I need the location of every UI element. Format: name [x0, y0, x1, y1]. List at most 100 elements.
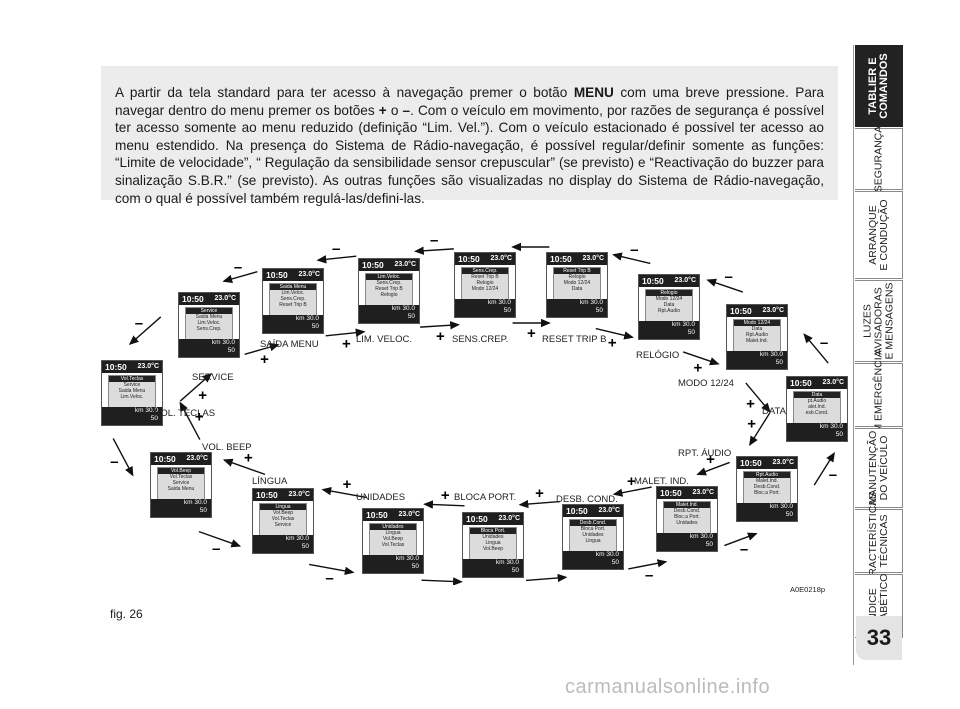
page-number: 33: [856, 616, 902, 660]
intro-paragraph: A partir da tela standard para ter acess…: [101, 66, 838, 207]
menu-button-name: MENU: [573, 85, 614, 100]
intro-text-or: o: [386, 102, 403, 118]
display-temp: 23.0°C: [822, 379, 844, 386]
display-menu-item: Saida Menu: [167, 486, 195, 492]
display-trip: 50: [611, 559, 619, 566]
arrow-forward: [612, 486, 652, 497]
arrow-sign-back: –: [212, 540, 220, 557]
arrow-back: [706, 278, 744, 293]
display-menu-item: Modo 12/24: [655, 296, 683, 302]
display-temp: 23.0°C: [186, 455, 208, 462]
display-km: km 30.0: [295, 315, 319, 322]
display-temp: 23.0°C: [490, 255, 512, 262]
display-menu-item: Bloca Port.: [580, 526, 606, 532]
tab-6[interactable]: CARACTERÍSTICAS TÉCNICAS: [855, 492, 903, 590]
display-menu-item: Lingua: [385, 530, 401, 536]
arrow-forward: [179, 401, 201, 440]
intro-text-3: . Com o veículo em movimento, por razões…: [115, 102, 824, 206]
display-menu-item: Data: [571, 286, 583, 292]
arrow-back: [309, 563, 355, 576]
arrow-sign-forward: +: [244, 450, 253, 467]
display-menu-item: Vol.Beep: [482, 546, 504, 552]
tab-5[interactable]: MANUTENÇÃO DO VEÍCULO: [855, 428, 903, 508]
arrow-forward: [518, 499, 561, 509]
display-menu-item: Lim.Veloc.: [366, 274, 412, 280]
display-menu-item: Relogio: [568, 274, 586, 280]
menu-label-relogio: RELÓGIO: [636, 350, 680, 361]
menu-label-malet-ind: MALET. IND.: [634, 476, 689, 487]
arrow-sign-forward: +: [535, 485, 544, 502]
arrow-sign-forward: +: [747, 416, 756, 433]
display-trip: 50: [411, 563, 419, 570]
display-menu-item: Unidades: [676, 520, 698, 526]
arrows-layer: +–+–+–+–+–+–+–+–+–+–+–+–+–+–+–+–: [110, 240, 837, 585]
display-trip: 50: [311, 323, 319, 330]
tab-2[interactable]: ARRANQUE E CONDUÇÃO: [855, 191, 903, 279]
display-menu-item: Vol.Beep: [158, 468, 204, 474]
arrow-sign-forward: +: [195, 408, 204, 425]
display-time: 10:50: [642, 276, 664, 286]
display-km: km 30.0: [183, 499, 207, 506]
display-km: km 30.0: [759, 351, 783, 358]
display-menu-item: Desb.Cond.: [570, 520, 616, 526]
display-menu-item: Saida Menu: [270, 284, 316, 290]
display-menu-item: Unidades: [482, 534, 504, 540]
display-menu-item: Lingua: [260, 504, 306, 510]
arrow-sign-back: –: [820, 334, 828, 351]
arrow-back: [222, 270, 258, 283]
arrow-sign-back: –: [430, 240, 438, 249]
tab-label: ARRANQUE E CONDUÇÃO: [866, 199, 890, 271]
tab-4[interactable]: EM EMERGÊNCIA: [855, 350, 903, 440]
tab-3[interactable]: LUZES AVISADORAS E MENSAGENS: [855, 280, 903, 362]
tab-label: TABLIER E COMANDOS: [866, 53, 890, 119]
display-time: 10:50: [790, 378, 812, 388]
display-trip: 50: [511, 567, 519, 574]
arrow-sign-forward: +: [260, 351, 269, 368]
arrow-sign-forward: +: [527, 325, 536, 342]
tab-1[interactable]: SEGURANÇA: [855, 125, 903, 193]
display-menu-item: Modo 12/24: [734, 320, 780, 326]
display-trip: 50: [503, 307, 511, 314]
display-menu-item: Saida Menu: [118, 388, 146, 394]
intro-text-1: A partir da tela standard para ter acess…: [115, 85, 574, 100]
menu-label-vol-beep: VOL. BEEP: [202, 442, 252, 453]
display-km: km 30.0: [769, 503, 793, 510]
display-menu-item: Bloc.a Port.: [754, 490, 780, 496]
display-temp: 23.0°C: [137, 363, 159, 370]
tab-0[interactable]: TABLIER E COMANDOS: [855, 45, 903, 127]
arrow-sign-forward: +: [436, 328, 445, 345]
display-time: 10:50: [266, 270, 288, 280]
arrow-sign-forward: +: [706, 451, 715, 468]
arrow-back: [525, 573, 568, 583]
display-temp: 23.0°C: [398, 511, 420, 518]
arrow-back: [724, 532, 758, 547]
display-menu-list: Malet.Ind.Desb.Cond.Bloc.a Port.Unidades: [663, 501, 711, 535]
display-menu-item: Unidades: [370, 524, 416, 530]
tab-label: SEGURANÇA: [872, 125, 884, 193]
display-menu-item: Sens.Crep.: [462, 268, 508, 274]
display-menu-item: Relogio: [476, 280, 494, 286]
arrow-back: [628, 559, 668, 570]
arrow-back: [316, 255, 357, 264]
